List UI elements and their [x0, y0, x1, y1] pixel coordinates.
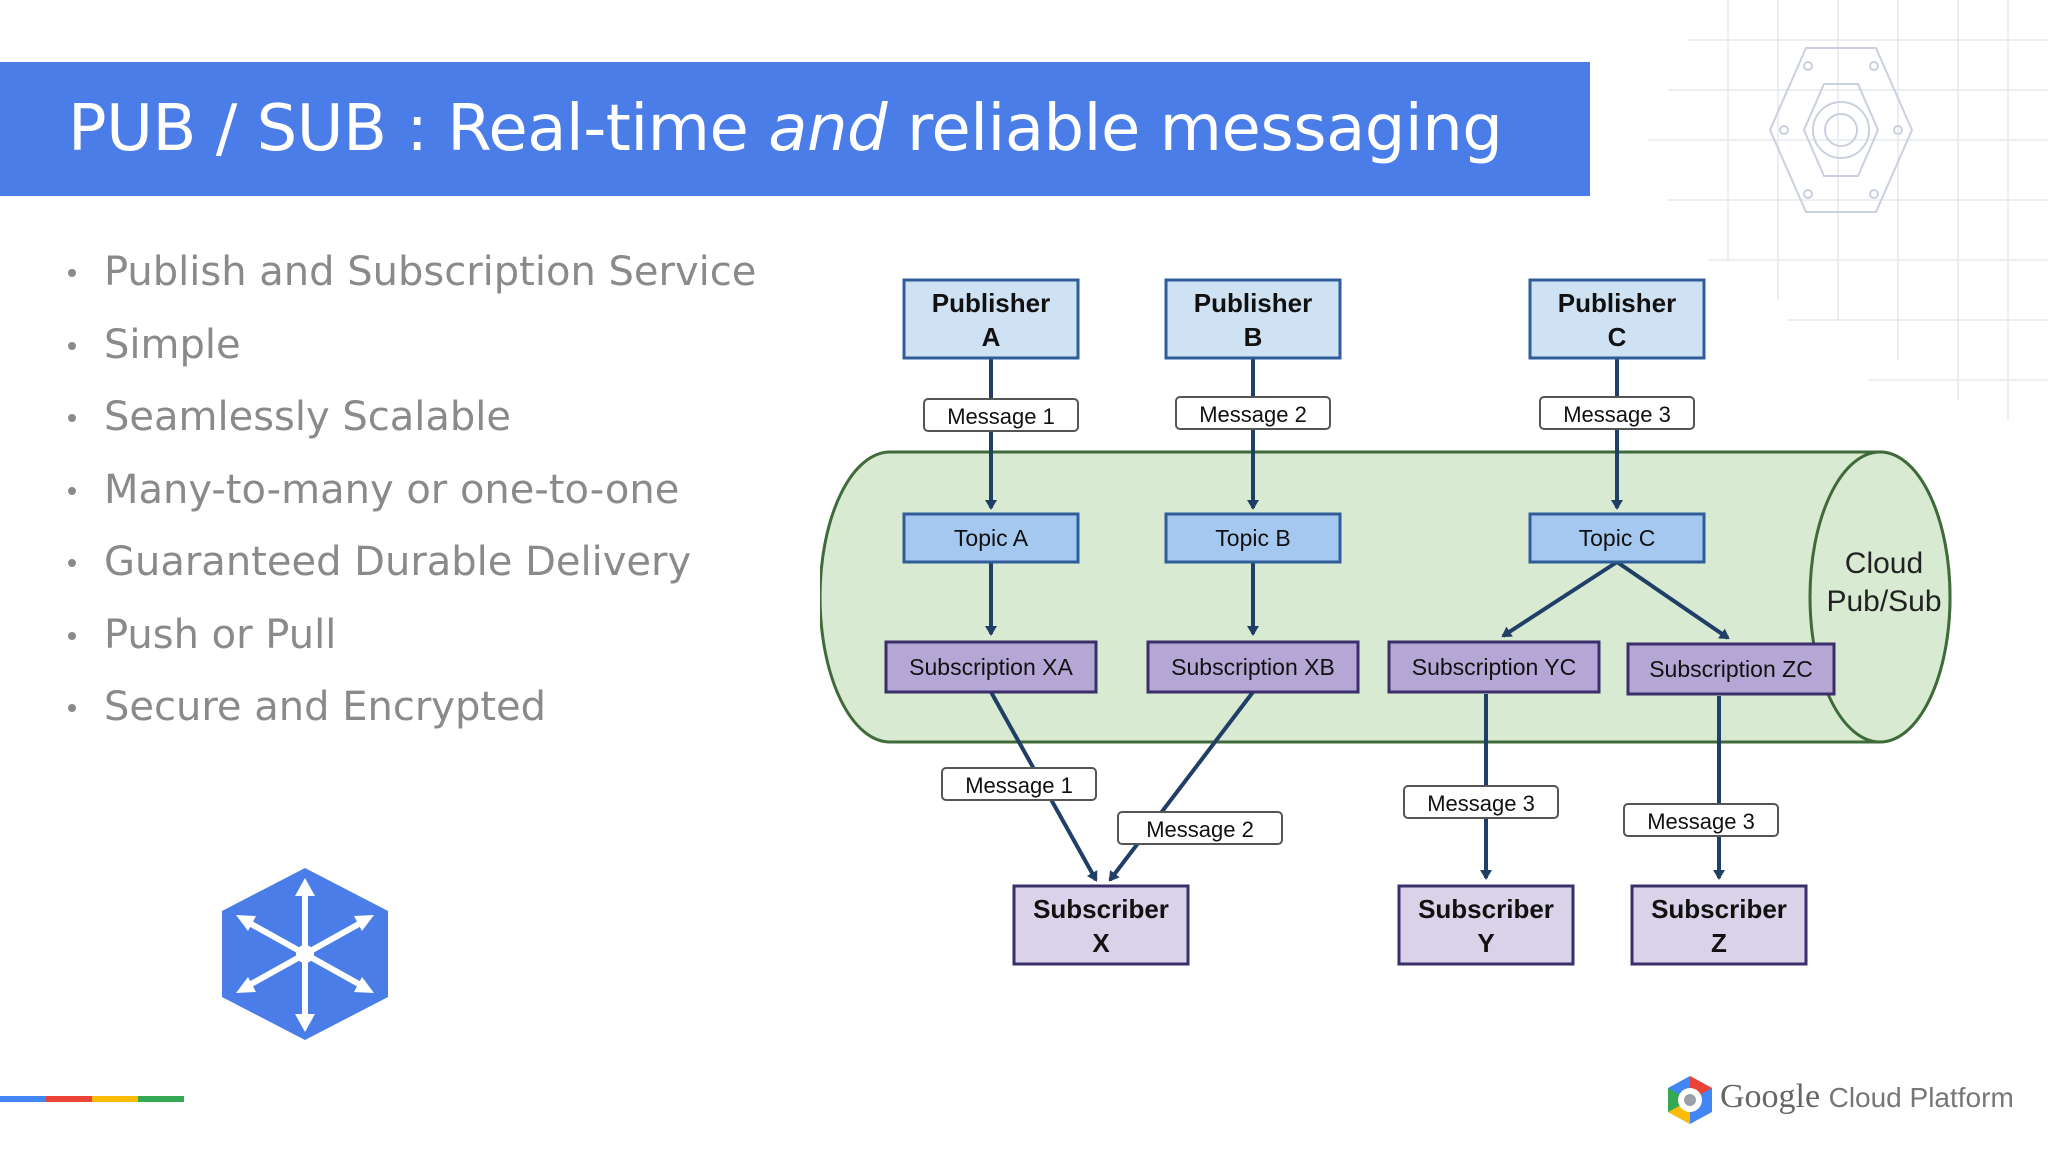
subscription-zc-label: Subscription ZC	[1649, 656, 1813, 682]
title-banner: PUB / SUB : Real-time and reliable messa…	[0, 62, 1590, 196]
subscriber-z-label: Subscriber	[1651, 894, 1787, 924]
subscriber-x-box	[1012, 884, 1190, 966]
bullet-dot	[68, 414, 76, 422]
google-color-bar	[0, 1096, 184, 1102]
publisher-b-box	[1164, 278, 1342, 360]
subscriber-z-box	[1630, 884, 1808, 966]
subscriber-y-label: Subscriber	[1418, 894, 1554, 924]
bullet-item: Guaranteed Durable Delivery	[64, 526, 756, 599]
delivered-message-3z-tag	[1623, 803, 1779, 837]
pubsub-label: Pub/Sub	[1826, 585, 1941, 618]
title-emphasis: and	[768, 92, 888, 166]
decorative-background-pattern	[1588, 0, 2048, 420]
delivered-message-1-label: Message 1	[965, 773, 1073, 798]
subscriber-y-box	[1397, 884, 1575, 966]
subscriber-x-letter: X	[1092, 928, 1110, 958]
bullet-item: Many-to-many or one-to-one	[64, 454, 756, 527]
subscriber-x-label: Subscriber	[1033, 894, 1169, 924]
publisher-a-label: Publisher	[932, 288, 1050, 318]
delivered-message-2-label: Message 2	[1146, 817, 1254, 842]
cloud-label: Cloud	[1845, 547, 1923, 580]
bullet-dot	[68, 341, 76, 350]
cloud-platform-wordmark: Cloud Platform	[1828, 1082, 2014, 1113]
bullet-dot	[68, 269, 76, 277]
bullet-dot	[68, 631, 76, 640]
subscription-xa-box	[884, 640, 1098, 694]
topic-c-label: Topic C	[1579, 525, 1656, 551]
subscription-xb-box	[1146, 640, 1360, 694]
feature-bullet-list: Publish and Subscription Service Simple …	[64, 236, 756, 744]
subscription-yc-box	[1387, 640, 1601, 694]
topic-c-box	[1528, 512, 1706, 564]
delivered-message-3y-tag	[1403, 785, 1559, 819]
gcp-wordmark: Google Cloud Platform	[1720, 1078, 2014, 1116]
subscriber-z-letter: Z	[1711, 928, 1727, 958]
subscription-yc-label: Subscription YC	[1412, 654, 1577, 680]
publisher-c-label: Publisher	[1558, 288, 1676, 318]
message-1-label: Message 1	[947, 404, 1055, 429]
bullet-dot	[68, 559, 76, 567]
bullet-item: Secure and Encrypted	[64, 671, 756, 744]
bullet-item: Push or Pull	[64, 599, 756, 672]
publisher-a-box	[902, 278, 1080, 360]
delivered-message-3y-label: Message 3	[1427, 791, 1535, 816]
publisher-b-label: Publisher	[1194, 288, 1312, 318]
gcp-hexagon-logo-icon	[1668, 1076, 1712, 1124]
cloud-hexagon-icon	[1768, 47, 1914, 213]
delivered-message-3z-label: Message 3	[1647, 809, 1755, 834]
publisher-a-letter: A	[982, 322, 1001, 352]
subscriber-y-letter: Y	[1477, 928, 1494, 958]
topic-b-label: Topic B	[1215, 525, 1290, 551]
color-bar-blue	[0, 1096, 46, 1102]
subscription-zc-box	[1626, 642, 1836, 696]
delivered-message-1-tag	[941, 767, 1097, 801]
publisher-c-box	[1528, 278, 1706, 360]
subscription-xb-label: Subscription XB	[1171, 654, 1335, 680]
color-bar-red	[46, 1096, 92, 1102]
bullet-item: Publish and Subscription Service	[64, 236, 756, 309]
pubsub-product-icon	[222, 868, 388, 1040]
bullet-dot	[68, 486, 76, 495]
subscription-xa-label: Subscription XA	[909, 654, 1073, 680]
bullet-item: Seamlessly Scalable	[64, 381, 756, 454]
bullet-item: Simple	[64, 309, 756, 382]
color-bar-yellow	[92, 1096, 138, 1102]
message-2-label: Message 2	[1199, 402, 1307, 427]
message-2-tag	[1175, 396, 1331, 430]
topic-a-box	[902, 512, 1080, 564]
google-wordmark: Google	[1720, 1078, 1821, 1115]
slide-title: PUB / SUB : Real-time and reliable messa…	[68, 92, 1503, 166]
pubsub-architecture-diagram: Cloud Pub/Sub Publisher A Publisher B Pu…	[820, 278, 1952, 966]
topic-a-label: Topic A	[954, 525, 1029, 551]
message-1-tag	[923, 398, 1079, 432]
publisher-b-letter: B	[1244, 322, 1263, 352]
topic-b-box	[1164, 512, 1342, 564]
bullet-dot	[68, 704, 76, 712]
message-3-label: Message 3	[1563, 402, 1671, 427]
color-bar-green	[138, 1096, 184, 1102]
publisher-c-letter: C	[1608, 322, 1627, 352]
delivered-message-2-tag	[1117, 811, 1283, 845]
message-3-tag	[1539, 396, 1695, 430]
